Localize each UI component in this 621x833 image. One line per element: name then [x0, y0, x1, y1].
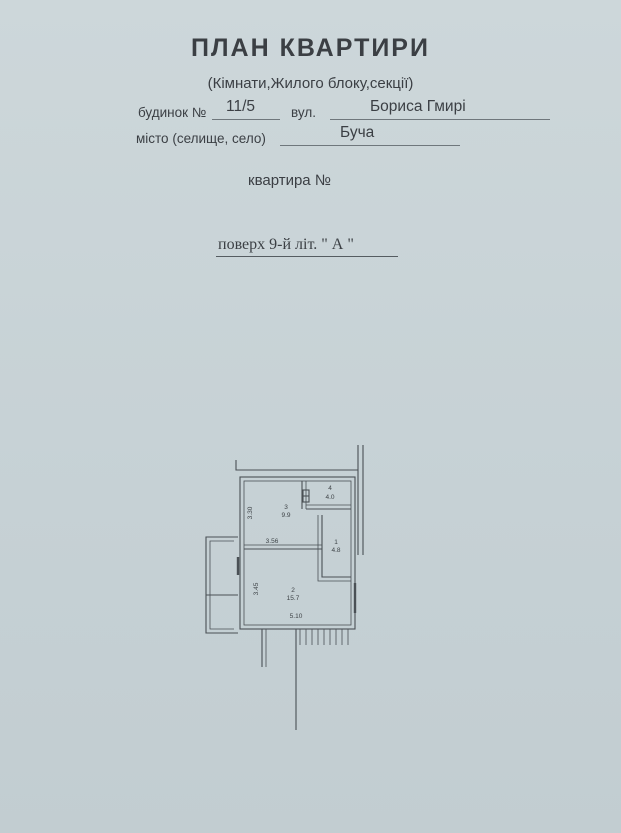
house-number-line: [212, 119, 280, 120]
room1-wall: [321, 515, 351, 578]
room3-number: 3: [284, 504, 288, 511]
apartment-inner-outline: [243, 480, 352, 626]
house-number: 11/5: [226, 98, 256, 115]
room1-area: 4.8: [331, 547, 340, 554]
city-label: місто (селище, село): [136, 131, 266, 146]
street-value: Бориса Гмирі: [370, 98, 466, 115]
apartment-outline: [239, 476, 356, 630]
city-line: [280, 145, 460, 146]
street-label: вул.: [291, 105, 316, 120]
room3-height-dim: 3.30: [247, 506, 254, 519]
room2-number: 2: [291, 587, 295, 594]
floor-text: поверх 9-й літ. " А ": [218, 236, 354, 253]
floor-underline: [216, 256, 398, 257]
room3-width-dim: 3.56: [266, 538, 279, 545]
room4-area: 4.0: [325, 494, 334, 501]
room2-area: 15.7: [287, 595, 300, 602]
apartment-label: квартира №: [248, 172, 331, 189]
room1-number: 1: [334, 539, 338, 546]
floor-plan: 3 9.9 3.30 3.56 4 4.0 1 4.8 2 15.7 3.45 …: [205, 445, 364, 730]
document-title: ПЛАН КВАРТИРИ: [191, 34, 430, 62]
plan-top-wall: [235, 460, 358, 471]
document-subtitle: (Кімнати,Жилого блоку,секції): [207, 75, 414, 92]
room2-width-dim: 5.10: [290, 613, 303, 620]
stair-lines: [299, 629, 349, 645]
room4-number: 4: [328, 485, 332, 492]
house-label: будинок №: [138, 105, 207, 120]
room3-area: 9.9: [281, 512, 290, 519]
room2-height-dim: 3.45: [253, 582, 260, 595]
street-line: [330, 119, 550, 120]
balcony-outline: [205, 536, 238, 634]
city-value: Буча: [340, 124, 375, 141]
